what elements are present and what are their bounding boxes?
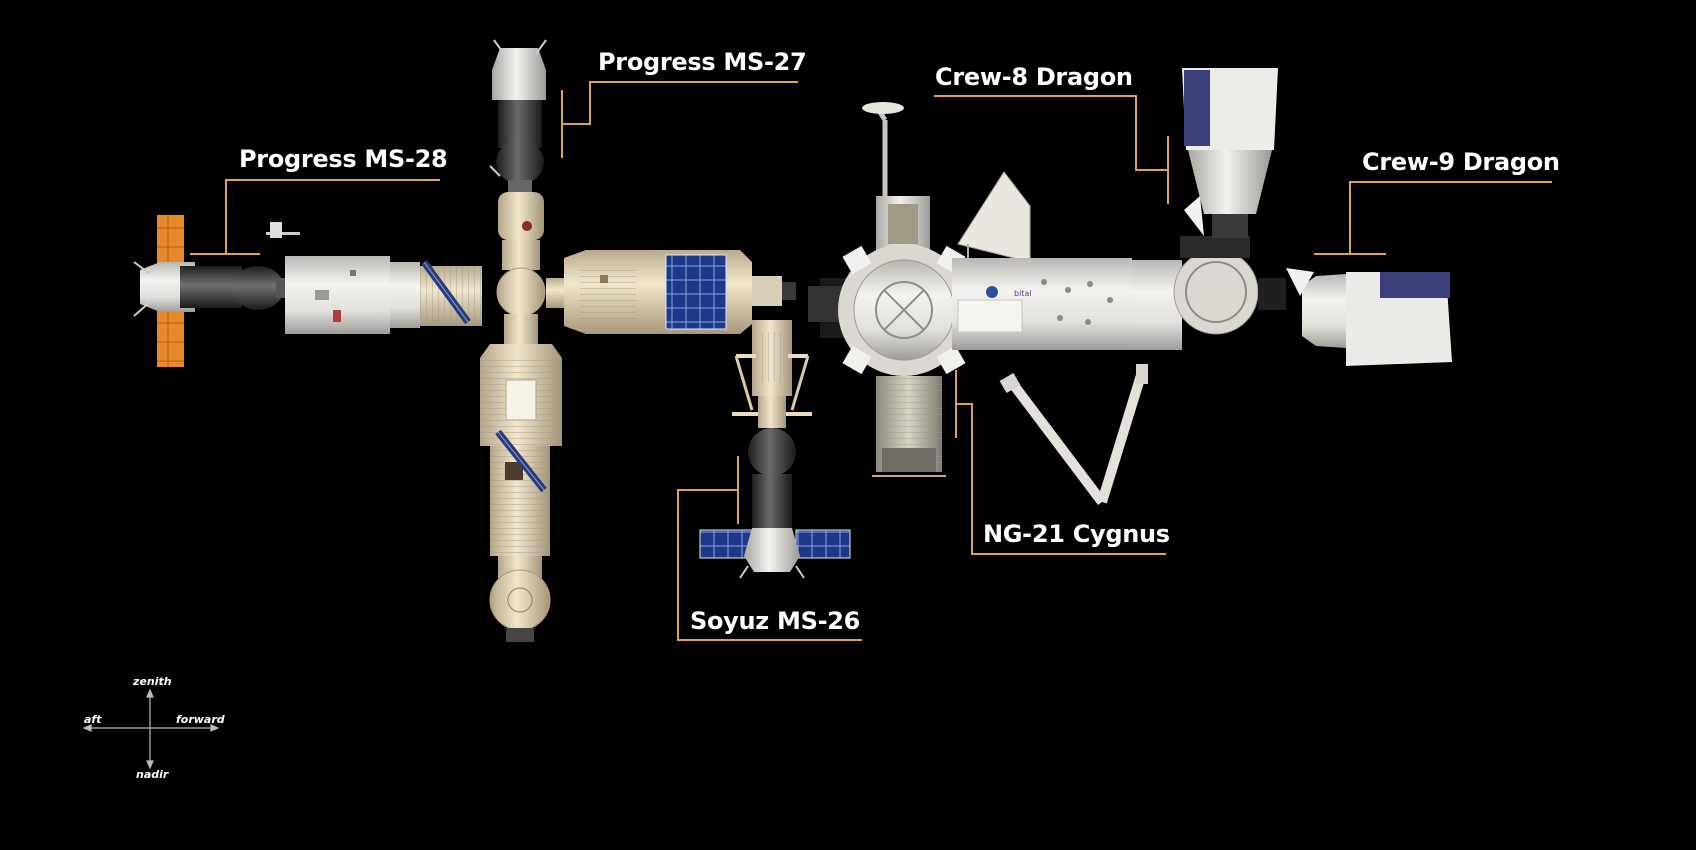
axis-label-forward: forward: [176, 713, 225, 726]
axis-label-aft: aft: [84, 713, 102, 726]
crew9-dragon-spacecraft: [1286, 268, 1452, 366]
pma-and-soyuz-column: [732, 320, 812, 428]
svg-text:bital: bital: [1014, 289, 1032, 298]
zvezda-service-module: [266, 222, 482, 334]
label-crew9-dragon: Crew-9 Dragon: [1362, 148, 1560, 176]
soyuz-ms26-spacecraft: [699, 428, 851, 579]
nauka-module: [480, 344, 562, 642]
axis-label-zenith: zenith: [133, 675, 172, 688]
leader-line-crew9: [1314, 181, 1552, 255]
destiny-lab-and-beam: bital: [952, 171, 1132, 350]
leader-lines: [190, 81, 1552, 641]
axis-label-nadir: nadir: [136, 768, 169, 781]
crew8-dragon-spacecraft: [1182, 68, 1278, 238]
leader-line-crew8: [934, 95, 1169, 204]
canadarm2: [999, 364, 1148, 506]
leader-line-ng21: [955, 370, 1166, 555]
label-ng21-cygnus: NG-21 Cygnus: [983, 520, 1170, 548]
label-crew8-dragon: Crew-8 Dragon: [935, 63, 1133, 91]
zarya-module: [546, 250, 796, 334]
label-progress-ms28: Progress MS-28: [239, 145, 448, 173]
orientation-axes: [82, 688, 220, 770]
progress-ms28-spacecraft: [133, 215, 288, 367]
node2-and-dragon-ports: [1132, 236, 1286, 350]
poisk-and-pirs-column: [496, 192, 546, 344]
leader-line-progress-ms27: [561, 81, 798, 158]
progress-ms27-spacecraft: [489, 39, 547, 192]
label-progress-ms27: Progress MS-27: [598, 48, 807, 76]
ng21-cygnus-spacecraft: [872, 376, 946, 477]
label-soyuz-ms26: Soyuz MS-26: [690, 607, 861, 635]
harmony-node: [838, 244, 970, 376]
leader-line-progress-ms28: [190, 179, 440, 255]
leader-line-soyuz-ms26: [677, 456, 862, 641]
